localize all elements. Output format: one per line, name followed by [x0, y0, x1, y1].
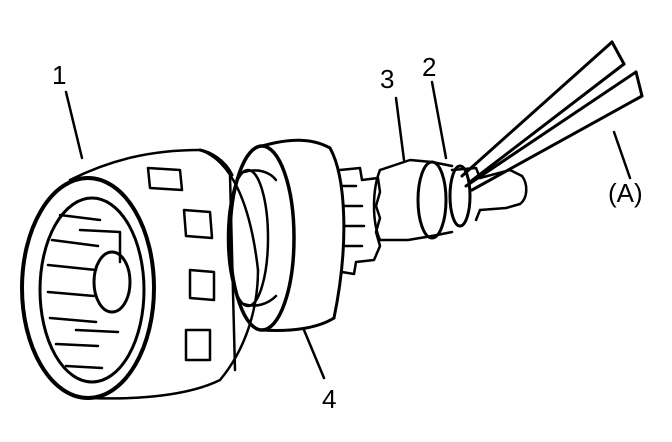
callout-part-2: 2 [422, 52, 437, 82]
callout-tool-a: (A) [608, 178, 643, 208]
clutch-housing [20, 148, 260, 400]
snap-ring-pliers [460, 40, 644, 192]
callout-part-1: 1 [52, 60, 67, 90]
pinion-body [226, 138, 346, 332]
gear-teeth [338, 166, 382, 276]
leader-lines [64, 80, 632, 380]
callout-part-3: 3 [380, 64, 395, 94]
shaft-collar [372, 158, 454, 242]
callout-part-4: 4 [322, 384, 337, 414]
